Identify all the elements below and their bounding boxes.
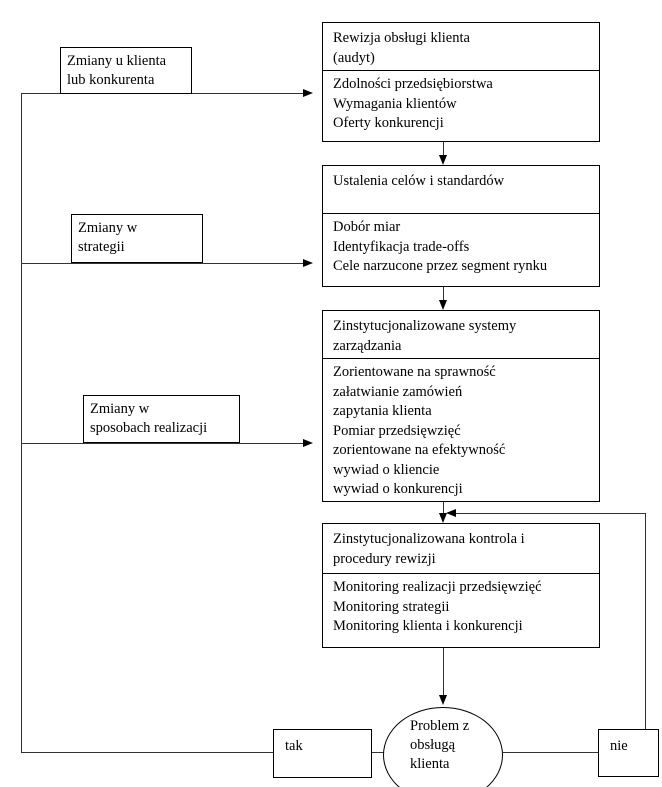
trigger-arrow-3-line [21,443,303,444]
yes-branch-left-line [21,752,274,753]
trigger-arrow-3-head-icon [303,439,313,447]
decision-connector-head-icon [439,695,447,705]
stage-box-management-systems: Zinstytucjonalizowane systemy zarządzani… [322,310,600,502]
decision-label: Problem z obsługą klienta [410,718,470,772]
trigger-arrow-2-line [21,263,303,264]
right-rail-line [645,513,646,730]
trigger-box-strategy-change: Zmiany w strategii [71,214,203,263]
left-rail-line [21,93,22,753]
stage-audit-title: Rewizja obsługi klienta (audyt) [323,23,599,71]
stage-box-audit: Rewizja obsługi klienta (audyt) Zdolnośc… [322,22,600,142]
stage-connector-3-head-icon [439,513,447,523]
stage-systems-title: Zinstytucjonalizowane systemy zarządzani… [323,311,599,359]
stage-control-title: Zinstytucjonalizowana kontrola i procedu… [323,524,599,574]
stage-box-goals-standards: Ustalenia celów i standardów Dobór miar … [322,165,600,287]
branch-yes-box: tak [273,729,372,778]
stage-audit-items: Zdolności przedsiębiorstwa Wymagania kli… [333,76,493,131]
trigger-arrow-2-head-icon [303,259,313,267]
stage-systems-items: Zorientowane na sprawność załatwianie za… [333,364,506,497]
feedback-return-head-icon [446,509,456,517]
stage-goals-items: Dobór miar Identyfikacja trade-offs Cele… [333,219,548,274]
stage-connector-1-line [443,142,444,156]
yes-branch-ellipse-line [371,752,384,753]
trigger-box-client-competitor-change: Zmiany u klienta lub konkurenta [60,47,192,94]
decision-connector-line [443,648,444,696]
stage-connector-2-head-icon [439,300,447,310]
stage-connector-1-head-icon [439,155,447,165]
stage-box-control-audit-procedures: Zinstytucjonalizowana kontrola i procedu… [322,523,600,648]
no-branch-ellipse-line [503,752,599,753]
branch-no-box: nie [598,729,659,777]
decision-ellipse: Problem z obsługą klienta [383,707,503,787]
trigger-arrow-1-head-icon [303,89,313,97]
feedback-return-hline [456,513,646,514]
stage-connector-3-line [443,502,444,515]
stage-control-items: Monitoring realizacji przedsięwzięć Moni… [333,579,542,634]
stage-connector-2-line [443,287,444,301]
trigger-box-execution-change: Zmiany w sposobach realizacji [83,395,240,443]
stage-goals-title: Ustalenia celów i standardów [323,166,599,214]
